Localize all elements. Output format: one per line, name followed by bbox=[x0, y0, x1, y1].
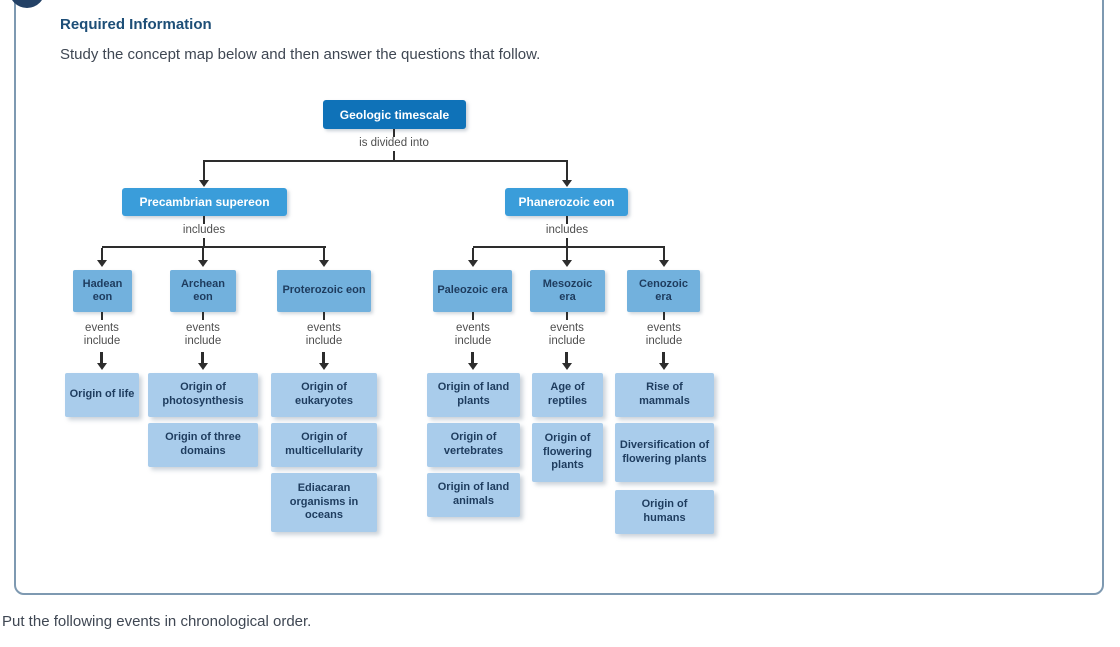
node-mesozoic-era: Mesozoic era bbox=[530, 270, 605, 312]
connector-line bbox=[393, 129, 395, 137]
required-info-heading: Required Information bbox=[60, 16, 212, 33]
event-origin-of-land-plants: Origin of land plants bbox=[427, 373, 520, 417]
event-origin-of-vertebrates: Origin of vertebrates bbox=[427, 423, 520, 467]
connector-label-events-include-4: events include bbox=[447, 322, 499, 349]
arrow-down-icon bbox=[562, 363, 572, 370]
arrow-down-icon bbox=[198, 260, 208, 267]
connector-line bbox=[101, 312, 103, 320]
connector-line bbox=[323, 312, 325, 320]
arrow-down-icon bbox=[562, 260, 572, 267]
connector-label-includes-left: includes bbox=[174, 224, 234, 238]
node-archean-eon: Archean eon bbox=[170, 270, 236, 312]
arrow-down-icon bbox=[198, 363, 208, 370]
connector-label-divided: is divided into bbox=[344, 137, 444, 151]
event-rise-of-mammals: Rise of mammals bbox=[615, 373, 714, 417]
arrow-down-icon bbox=[319, 260, 329, 267]
connector-line bbox=[101, 248, 103, 261]
connector-line bbox=[202, 312, 204, 320]
arrow-down-icon bbox=[468, 363, 478, 370]
event-origin-of-three-domains: Origin of three domains bbox=[148, 423, 258, 467]
connector-label-events-include-2: events include bbox=[177, 322, 229, 349]
arrow-down-icon bbox=[562, 180, 572, 187]
event-origin-of-multicellularity: Origin of multicellularity bbox=[271, 423, 377, 467]
connector-line bbox=[102, 246, 326, 248]
connector-line bbox=[323, 248, 325, 261]
connector-line bbox=[566, 216, 568, 224]
event-origin-of-photosynthesis: Origin of photosynthesis bbox=[148, 373, 258, 417]
connector-label-includes-right: includes bbox=[537, 224, 597, 238]
connector-label-events-include-1: events include bbox=[76, 322, 128, 349]
event-origin-of-eukaryotes: Origin of eukaryotes bbox=[271, 373, 377, 417]
connector-line bbox=[203, 160, 205, 181]
connector-line bbox=[204, 160, 568, 162]
event-diversification-flowering-plants: Diversification of flowering plants bbox=[615, 423, 714, 482]
event-origin-of-flowering-plants: Origin of flowering plants bbox=[532, 423, 603, 482]
connector-line bbox=[201, 352, 204, 364]
node-hadean-eon: Hadean eon bbox=[73, 270, 132, 312]
connector-line bbox=[663, 248, 665, 261]
connector-line bbox=[473, 246, 665, 248]
connector-line bbox=[203, 238, 205, 248]
event-age-of-reptiles: Age of reptiles bbox=[532, 373, 603, 417]
node-cenozoic-era: Cenozoic era bbox=[627, 270, 700, 312]
arrow-down-icon bbox=[659, 363, 669, 370]
connector-line bbox=[203, 216, 205, 224]
question-text: Put the following events in chronologica… bbox=[2, 613, 312, 630]
arrow-down-icon bbox=[319, 363, 329, 370]
arrow-down-icon bbox=[97, 260, 107, 267]
connector-line bbox=[472, 248, 474, 261]
connector-line bbox=[322, 352, 325, 364]
arrow-down-icon bbox=[97, 363, 107, 370]
connector-line bbox=[662, 352, 665, 364]
connector-line bbox=[566, 160, 568, 181]
connector-line bbox=[565, 352, 568, 364]
event-origin-of-humans: Origin of humans bbox=[615, 490, 714, 534]
connector-line bbox=[471, 352, 474, 364]
event-ediacaran-organisms: Ediacaran organisms in oceans bbox=[271, 473, 377, 532]
arrow-down-icon bbox=[659, 260, 669, 267]
question-number-badge bbox=[9, 0, 45, 8]
event-origin-of-life: Origin of life bbox=[65, 373, 139, 417]
connector-line bbox=[393, 151, 395, 162]
connector-line bbox=[566, 248, 568, 261]
arrow-down-icon bbox=[468, 260, 478, 267]
connector-line bbox=[202, 248, 204, 261]
connector-line bbox=[100, 352, 103, 364]
connector-label-events-include-5: events include bbox=[541, 322, 593, 349]
event-origin-of-land-animals: Origin of land animals bbox=[427, 473, 520, 517]
connector-line bbox=[566, 312, 568, 320]
instruction-text: Study the concept map below and then ans… bbox=[60, 46, 541, 63]
connector-label-events-include-6: events include bbox=[638, 322, 690, 349]
node-geologic-timescale: Geologic timescale bbox=[323, 100, 466, 129]
node-paleozoic-era: Paleozoic era bbox=[433, 270, 512, 312]
arrow-down-icon bbox=[199, 180, 209, 187]
node-proterozoic-eon: Proterozoic eon bbox=[277, 270, 371, 312]
connector-label-events-include-3: events include bbox=[298, 322, 350, 349]
node-precambrian-supereon: Precambrian supereon bbox=[122, 188, 287, 216]
connector-line bbox=[663, 312, 665, 320]
connector-line bbox=[566, 238, 568, 248]
connector-line bbox=[472, 312, 474, 320]
node-phanerozoic-eon: Phanerozoic eon bbox=[505, 188, 628, 216]
